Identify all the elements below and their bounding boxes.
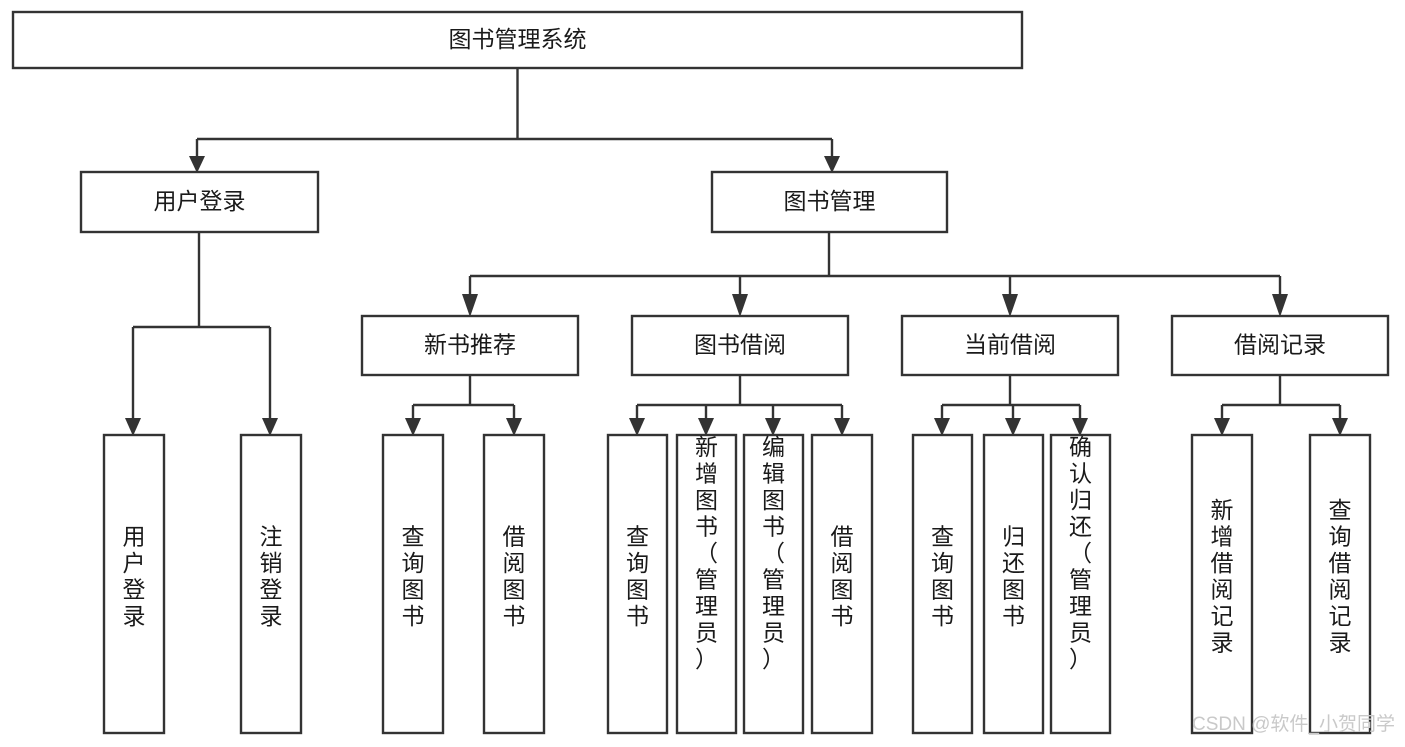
arrow-to-leaf-confirm-return-admin <box>1072 418 1088 436</box>
nodes-layer: 图书管理系统用户登录图书管理新书推荐图书借阅当前借阅借阅记录用户登录注销登录查询… <box>11 10 1390 735</box>
node-current-borrow[interactable]: 当前借阅 <box>900 314 1120 377</box>
arrow-to-leaf-add-book-admin <box>698 418 714 436</box>
node-label-leaf-confirm-return-admin: 确认归还（管理员） <box>1069 434 1092 672</box>
node-label-book-borrow: 图书借阅 <box>694 332 786 358</box>
node-leaf-confirm-return-admin[interactable]: 确认归还（管理员） <box>1049 433 1112 735</box>
arrow-to-user-login <box>189 156 205 173</box>
node-box-new-book-recommend <box>360 314 580 377</box>
node-box-leaf-query-book-current <box>911 433 974 735</box>
node-root[interactable]: 图书管理系统 <box>11 10 1024 70</box>
node-leaf-edit-book-admin[interactable]: 编辑图书（管理员） <box>742 433 805 735</box>
node-label-borrow-record: 借阅记录 <box>1234 332 1326 358</box>
arrow-to-new-book-recommend <box>462 294 478 317</box>
node-leaf-query-book-current[interactable]: 查询图书 <box>911 433 974 735</box>
arrow-to-leaf-return-book <box>1005 418 1021 436</box>
node-box-leaf-user-login <box>102 433 166 735</box>
arrow-to-leaf-borrow-book-rec <box>506 418 522 436</box>
node-book-borrow[interactable]: 图书借阅 <box>630 314 850 377</box>
node-leaf-borrow-book-rec[interactable]: 借阅图书 <box>482 433 546 735</box>
connector-current-borrow-to-leaves <box>940 375 1082 420</box>
connector-new-book-recommend-to-leaves <box>411 375 516 420</box>
arrow-to-borrow-record <box>1272 294 1288 317</box>
arrow-to-leaf-edit-book-admin <box>765 418 781 436</box>
node-box-leaf-query-book-rec <box>381 433 445 735</box>
node-label-root: 图书管理系统 <box>449 26 587 52</box>
arrow-to-current-borrow <box>1002 294 1018 317</box>
node-label-leaf-query-borrow-record: 查询借阅记录 <box>1329 497 1352 656</box>
node-box-leaf-edit-book-admin <box>742 433 805 735</box>
node-label-leaf-logout: 注销登录 <box>260 523 283 629</box>
node-label-current-borrow: 当前借阅 <box>964 332 1056 358</box>
node-borrow-record[interactable]: 借阅记录 <box>1170 314 1390 377</box>
arrow-to-leaf-logout <box>262 418 278 436</box>
node-box-leaf-borrow-book-rec <box>482 433 546 735</box>
node-box-leaf-add-borrow-record <box>1190 433 1254 735</box>
node-box-book-manage <box>710 170 949 234</box>
node-box-leaf-logout <box>239 433 303 735</box>
connector-book-borrow-to-leaves <box>635 375 844 420</box>
node-label-leaf-add-borrow-record: 新增借阅记录 <box>1211 497 1234 656</box>
node-label-leaf-edit-book-admin: 编辑图书（管理员） <box>762 434 785 672</box>
node-box-leaf-add-book-admin <box>675 433 738 735</box>
connector-book-manage-to-level3 <box>468 232 1282 296</box>
arrow-to-leaf-query-book-borrow <box>629 418 645 436</box>
node-label-leaf-add-book-admin: 新增图书（管理员） <box>695 434 718 672</box>
node-label-leaf-user-login: 用户登录 <box>123 523 146 629</box>
node-leaf-query-book-rec[interactable]: 查询图书 <box>381 433 445 735</box>
connectors-layer <box>125 68 1348 436</box>
node-leaf-return-book[interactable]: 归还图书 <box>982 433 1045 735</box>
node-leaf-user-login[interactable]: 用户登录 <box>102 433 166 735</box>
node-label-leaf-return-book: 归还图书 <box>1002 523 1025 629</box>
arrow-to-leaf-add-borrow-record <box>1214 418 1230 436</box>
node-box-leaf-query-borrow-record <box>1308 433 1372 735</box>
connector-borrow-record-to-leaves <box>1220 375 1342 420</box>
node-leaf-logout[interactable]: 注销登录 <box>239 433 303 735</box>
node-box-leaf-borrow-book <box>810 433 874 735</box>
connector-user-login-to-leaves <box>131 232 272 420</box>
node-leaf-query-book-borrow[interactable]: 查询图书 <box>606 433 669 735</box>
node-leaf-query-borrow-record[interactable]: 查询借阅记录 <box>1308 433 1372 735</box>
node-user-login[interactable]: 用户登录 <box>79 170 320 234</box>
node-box-book-borrow <box>630 314 850 377</box>
arrow-to-leaf-query-book-rec <box>405 418 421 436</box>
node-label-book-manage: 图书管理 <box>784 188 876 214</box>
connector-root-to-level2 <box>195 68 834 158</box>
node-label-leaf-query-book-borrow: 查询图书 <box>626 523 649 629</box>
node-label-leaf-borrow-book: 借阅图书 <box>831 523 854 629</box>
node-leaf-add-borrow-record[interactable]: 新增借阅记录 <box>1190 433 1254 735</box>
node-book-manage[interactable]: 图书管理 <box>710 170 949 234</box>
node-box-root <box>11 10 1024 70</box>
csdn-watermark: CSDN @软件_小贺同学 <box>1192 713 1395 735</box>
node-label-leaf-query-book-current: 查询图书 <box>931 523 954 629</box>
node-box-leaf-confirm-return-admin <box>1049 433 1112 735</box>
arrow-to-book-borrow <box>732 294 748 317</box>
node-leaf-add-book-admin[interactable]: 新增图书（管理员） <box>675 433 738 735</box>
node-label-leaf-borrow-book-rec: 借阅图书 <box>503 523 526 629</box>
arrow-to-leaf-borrow-book <box>834 418 850 436</box>
node-box-borrow-record <box>1170 314 1390 377</box>
arrow-to-leaf-query-book-current <box>934 418 950 436</box>
arrow-to-leaf-user-login <box>125 418 141 436</box>
node-box-leaf-query-book-borrow <box>606 433 669 735</box>
node-box-user-login <box>79 170 320 234</box>
node-label-user-login: 用户登录 <box>154 188 246 214</box>
node-new-book-recommend[interactable]: 新书推荐 <box>360 314 580 377</box>
arrow-to-leaf-query-borrow-record <box>1332 418 1348 436</box>
node-label-leaf-query-book-rec: 查询图书 <box>402 523 425 629</box>
node-leaf-borrow-book[interactable]: 借阅图书 <box>810 433 874 735</box>
arrow-to-book-manage <box>824 156 840 173</box>
node-label-new-book-recommend: 新书推荐 <box>424 332 516 358</box>
node-box-current-borrow <box>900 314 1120 377</box>
node-box-leaf-return-book <box>982 433 1045 735</box>
